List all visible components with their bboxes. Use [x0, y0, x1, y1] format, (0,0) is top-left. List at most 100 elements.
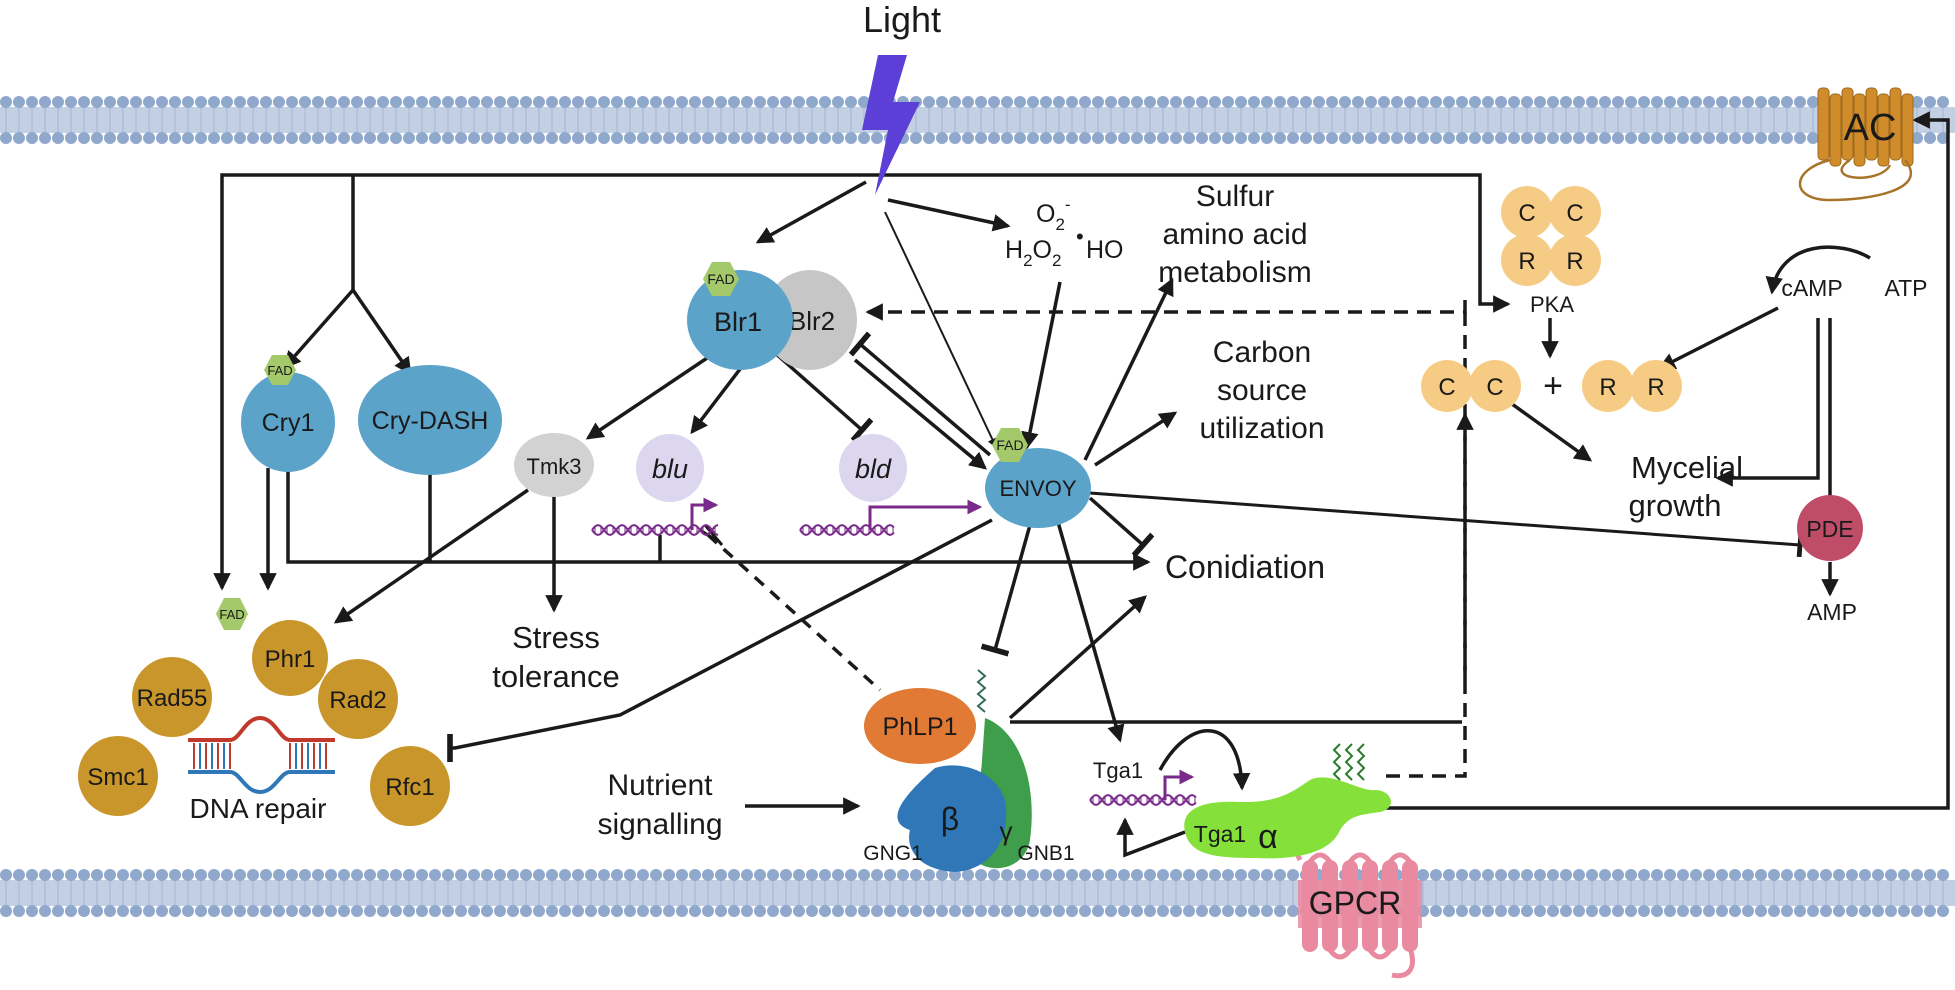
- tmk3-node: [514, 433, 594, 497]
- cry-dash-label: Cry-DASH: [372, 407, 489, 435]
- free-c-label-1: C: [1438, 374, 1455, 401]
- carbon-label-line2: source: [1217, 374, 1307, 407]
- cell-membrane-top: [0, 96, 1955, 144]
- light-label: Light: [863, 0, 941, 40]
- edge-envoy-inhibits-blr: [848, 331, 992, 457]
- edge-cry1-to-conidiation: [286, 468, 1151, 571]
- cell-membrane-bottom: [0, 869, 1955, 917]
- ros-h2o2-subscript-2: 2: [1052, 251, 1061, 270]
- phr1-fad-label: FAD: [219, 607, 244, 622]
- edge-camp-to-pka-r: [1657, 306, 1779, 370]
- edge-blr-inhibits-bld: [773, 351, 874, 443]
- edge-ros-to-envoy: [1021, 281, 1062, 450]
- edge-pka-c-to-mycelial: [1510, 402, 1593, 462]
- rfc1-label: Rfc1: [385, 774, 434, 801]
- gpcr-label: GPCR: [1309, 885, 1401, 921]
- mycelial-label-line1: Mycelial: [1631, 450, 1743, 485]
- edge-tga1-autoloop: [1158, 729, 1251, 791]
- ros-hydroxyl-label: HO: [1086, 236, 1124, 264]
- blr1-fad-icon: FAD: [703, 262, 739, 296]
- g-protein-complex: β γ PhLP1 GNG1 GNB1: [863, 669, 1075, 872]
- dna-repair-bubble-icon: [188, 715, 335, 795]
- blr2-node: [763, 270, 857, 370]
- edge-blr-to-envoy: [853, 358, 988, 470]
- nutrient-label-line2: signalling: [597, 808, 722, 841]
- ros-species: O2- H2O2 • HO: [1005, 195, 1124, 270]
- phlp1-label: PhLP1: [882, 713, 957, 741]
- amp-label: AMP: [1807, 599, 1857, 625]
- ros-h2o2-o: O: [1033, 236, 1052, 264]
- edge-light-to-phr1: [213, 173, 868, 591]
- pka-r-label-1: R: [1518, 248, 1535, 275]
- bld-promoter-icon: [868, 499, 983, 530]
- edge-camp-to-blr-dashed: [865, 300, 1467, 321]
- blu-dna-strand-icon: [591, 523, 719, 537]
- cry1-label: Cry1: [262, 409, 315, 437]
- carbon-label-line3: utilization: [1199, 412, 1324, 445]
- edge-phlp1-to-blu-dashed: [706, 533, 882, 692]
- adenylate-cyclase-icon: [1798, 87, 1914, 202]
- envoy-fad-label: FAD: [996, 437, 1023, 453]
- free-r-label-2: R: [1647, 374, 1664, 401]
- free-c-label-2: C: [1486, 374, 1503, 401]
- cry1-node: [241, 372, 335, 472]
- stress-label-line1: Stress: [512, 620, 600, 655]
- conidiation-label: Conidiation: [1165, 549, 1325, 585]
- ros-o2-subscript: 2: [1055, 215, 1064, 234]
- ros-h2o2-h: H: [1005, 236, 1023, 264]
- sulfur-label-line1: Sulfur: [1196, 180, 1274, 213]
- ros-o2-superscript: -: [1065, 195, 1071, 214]
- blr2-label: Blr2: [789, 306, 835, 336]
- free-r-label-1: R: [1599, 374, 1616, 401]
- pka-c-subunit-2: [1549, 186, 1601, 238]
- beta-subunit: [897, 765, 1007, 872]
- edge-envoy-inhibits-conidiation: [1088, 496, 1155, 558]
- tga1-dna-strand-icon: [1089, 793, 1197, 807]
- edge-envoy-inhibits-pde: [1089, 491, 1804, 558]
- rad2-node: [318, 659, 398, 739]
- pka-c-subunit-1: [1501, 186, 1553, 238]
- sulfur-label-line3: metabolism: [1158, 256, 1311, 289]
- smc1-label: Smc1: [87, 764, 148, 791]
- edge-camp-to-mycelial: [1715, 318, 1820, 487]
- bld-label: bld: [855, 454, 892, 484]
- edge-envoy-inhibits-phlp1-complex: [980, 524, 1032, 657]
- rfc1-node: [370, 746, 450, 826]
- edge-galpha-to-tga1-gene: [1116, 817, 1186, 858]
- dna-repair-complex: Phr1 FAD Rad55 Rad2 Smc1 Rfc1 DNA repair: [78, 598, 450, 826]
- rad55-node: [132, 657, 212, 737]
- cry1-fad-label: FAD: [267, 363, 292, 378]
- pka-holoenzyme: C C R R: [1501, 186, 1601, 286]
- envoy-fad-icon: FAD: [992, 428, 1028, 462]
- edge-envoy-inhibits-dna-repair: [447, 518, 993, 762]
- smc1-node: [78, 736, 158, 816]
- stress-label-line2: tolerance: [492, 659, 620, 694]
- edge-blr-to-tmk3: [585, 346, 723, 440]
- lightning-icon: [862, 55, 920, 195]
- edge-envoy-to-sulfur: [1083, 277, 1174, 461]
- galpha-alpha-label: α: [1258, 818, 1278, 856]
- pka-label: PKA: [1530, 292, 1574, 317]
- galpha-shape: [1184, 777, 1391, 859]
- galpha-lipid-anchor-icon: [1332, 743, 1366, 781]
- pka-c-label-2: C: [1566, 200, 1583, 227]
- gnb1-label: GNB1: [1017, 842, 1074, 865]
- edge-gbeta-to-conidiation: [1008, 595, 1147, 720]
- cry1-fad-icon: FAD: [264, 355, 296, 385]
- blu-gene-node: [636, 434, 704, 502]
- mycelial-label-line2: growth: [1628, 488, 1721, 523]
- edge-light-to-pka: [868, 173, 1511, 313]
- pka-c-label-1: C: [1518, 200, 1535, 227]
- edge-light-to-crydash: [351, 289, 412, 376]
- blr1-label: Blr1: [714, 307, 762, 337]
- phlp1-node: [864, 688, 976, 764]
- blu-label: blu: [652, 454, 688, 484]
- gamma-lipid-anchor-icon: [976, 669, 987, 713]
- edge-atp-to-camp: [1765, 245, 1871, 295]
- gng1-label: GNG1: [863, 842, 923, 865]
- edge-light-to-envoy: [884, 211, 997, 449]
- camp-label: cAMP: [1781, 275, 1842, 301]
- pka-r-subunit-1: [1501, 234, 1553, 286]
- phr1-fad-icon: FAD: [216, 598, 248, 630]
